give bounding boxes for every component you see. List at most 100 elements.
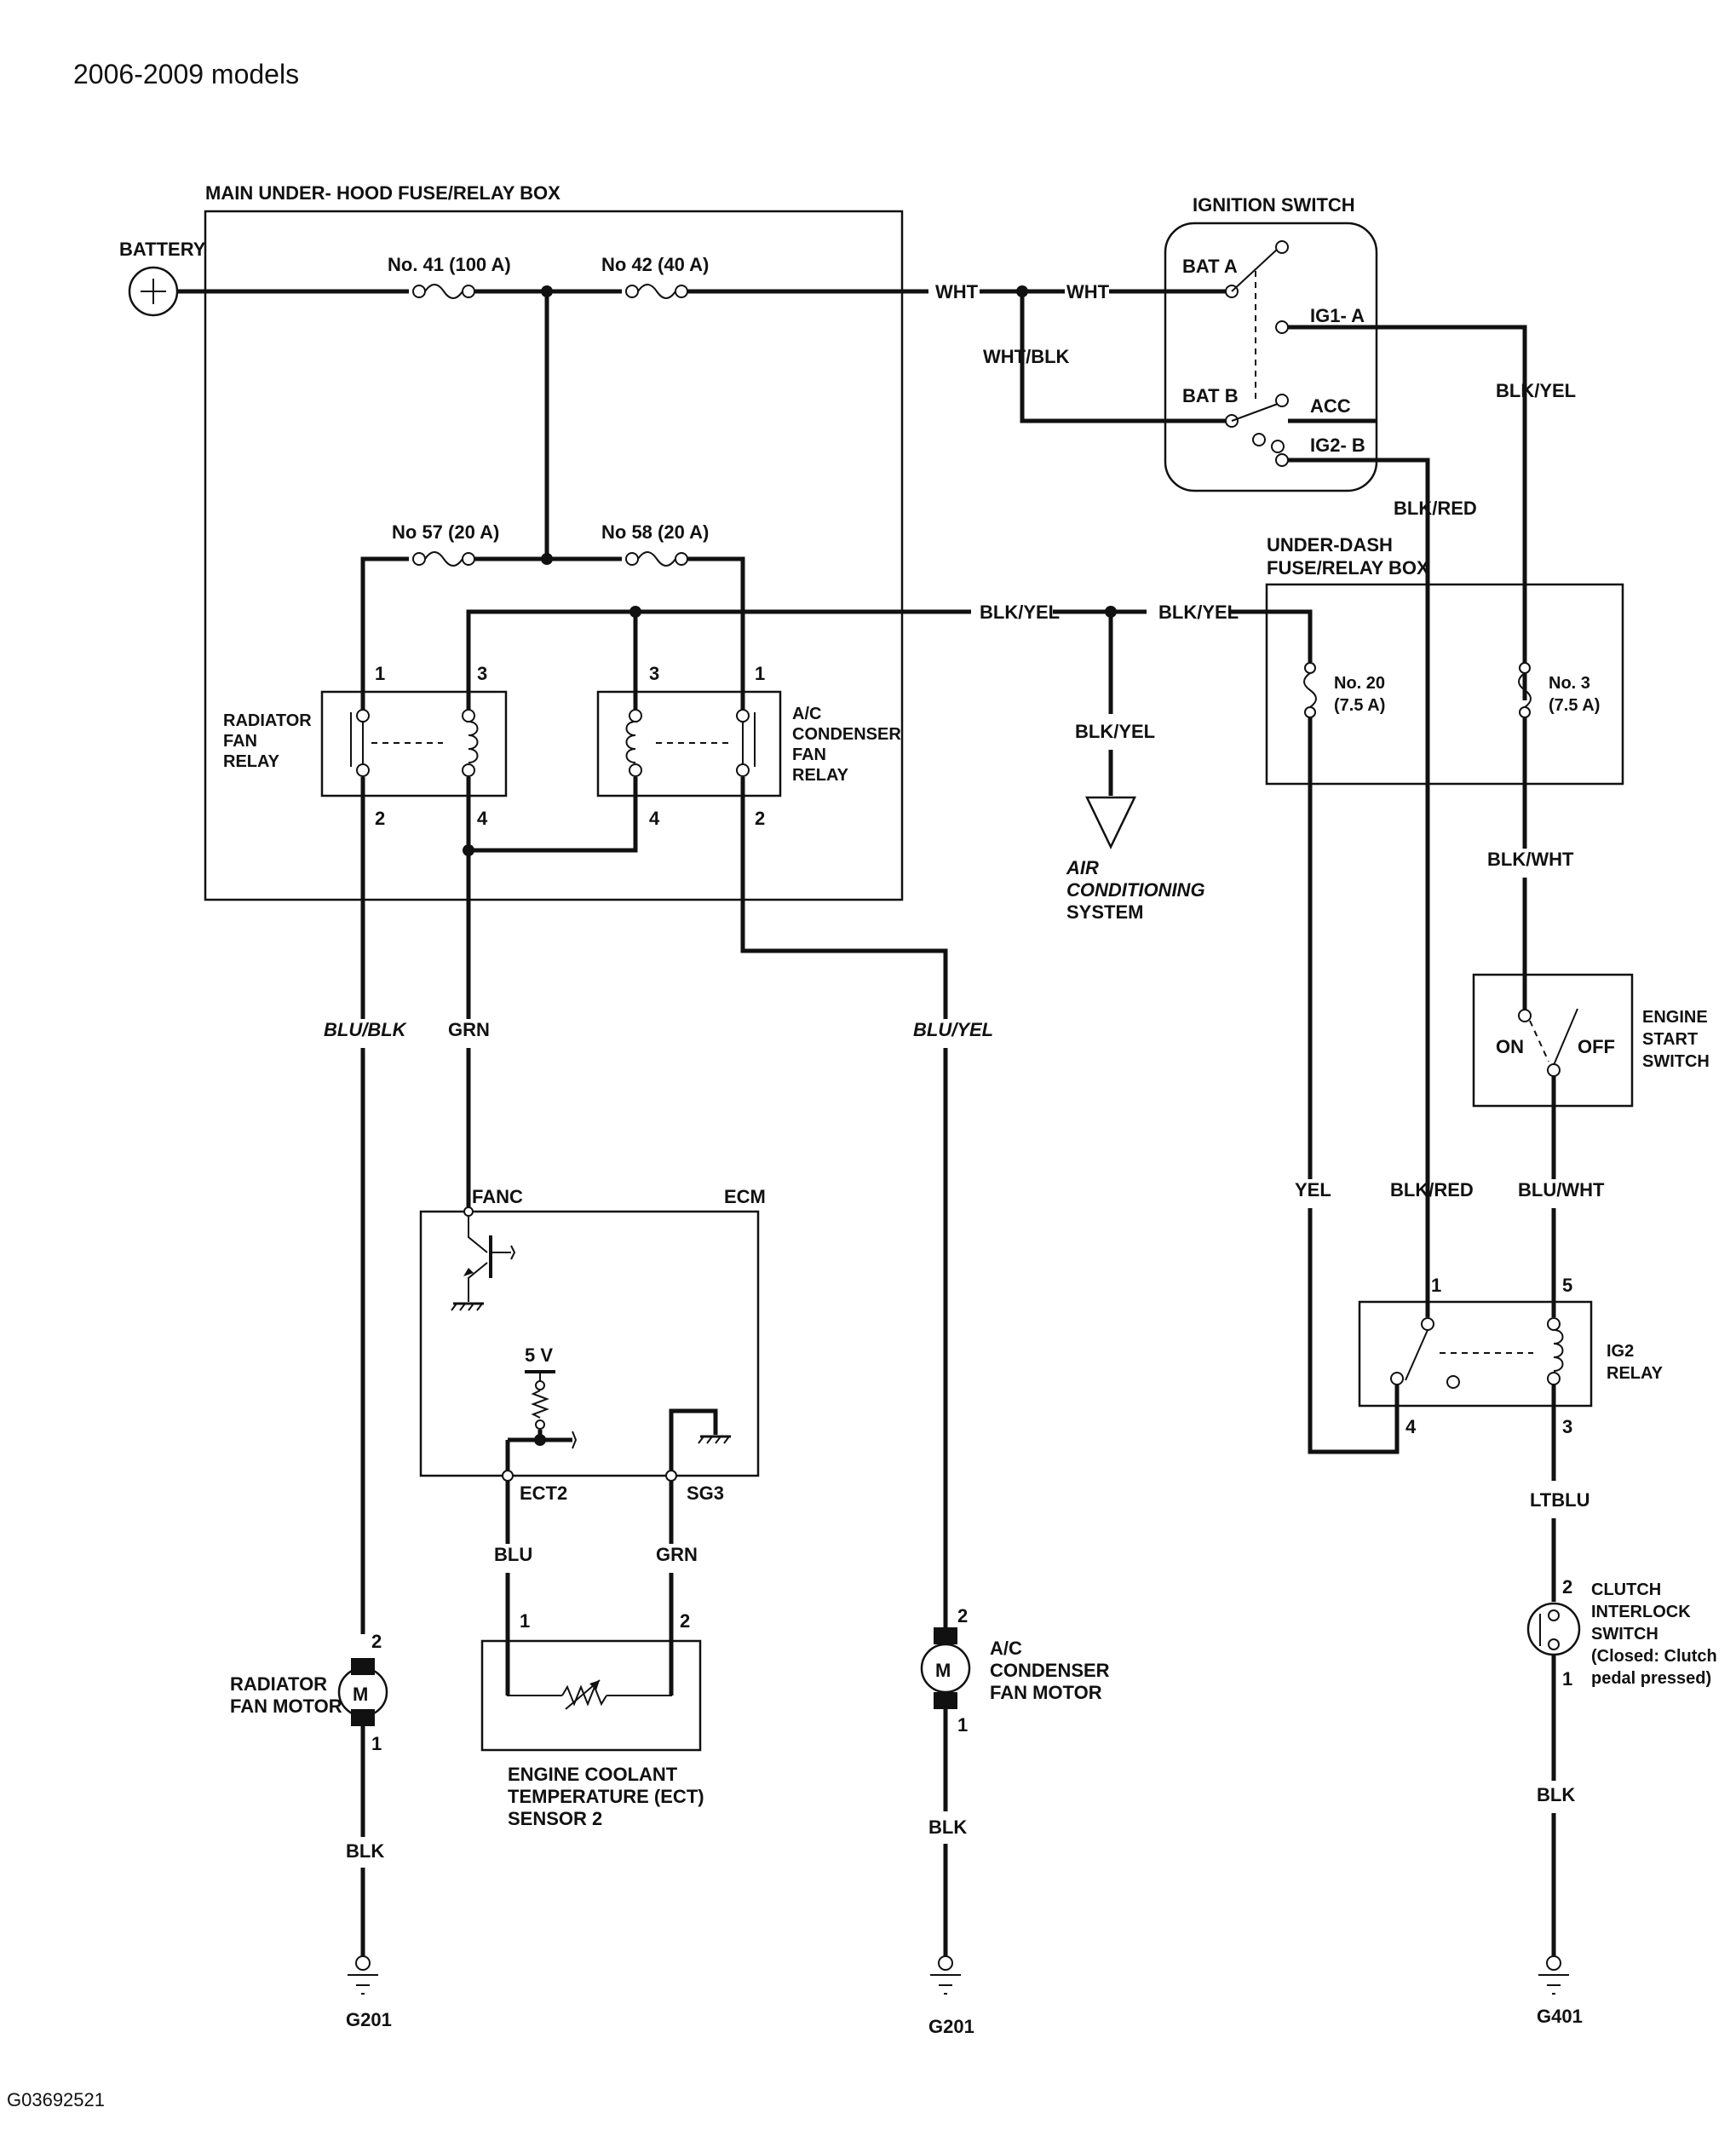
wire-blk-red-2: BLK/RED — [1390, 1179, 1474, 1200]
fuse-41: No. 41 (100 A) — [388, 254, 511, 299]
switch-off-label: OFF — [1578, 1036, 1615, 1057]
wire-blk-ac: BLK — [928, 1816, 967, 1838]
ac-relay-pin-1: 1 — [755, 663, 765, 684]
main-fuse-relay-box: MAIN UNDER- HOOD FUSE/RELAY BOX — [204, 182, 904, 901]
clutch-label-2: INTERLOCK — [1591, 1603, 1691, 1621]
wire-wht-2: WHT — [1066, 281, 1110, 302]
under-dash-fuse-relay-box: UNDER-DASH FUSE/RELAY BOX — [1265, 534, 1624, 786]
rad-relay-label-3: RELAY — [223, 752, 280, 771]
fuse-20-label-2: (7.5 A) — [1334, 696, 1385, 715]
ess-label-1: ENGINE — [1642, 1008, 1708, 1027]
rad-relay-pin-1: 1 — [375, 663, 385, 684]
bat-a-label: BAT A — [1182, 256, 1238, 277]
fuse-42-label: No 42 (40 A) — [601, 254, 709, 275]
ect-label-3: SENSOR 2 — [508, 1808, 602, 1829]
wire-blk-rad: BLK — [346, 1840, 384, 1862]
clutch-interlock-switch: 2 1 CLUTCH INTERLOCK SWITCH (Closed: Clu… — [1526, 1576, 1717, 1690]
fuse-57-label: No 57 (20 A) — [392, 521, 499, 543]
wire-grn-fanc: GRN — [448, 1019, 490, 1040]
fuse-3-label-1: No. 3 — [1549, 674, 1590, 693]
ac-relay-label-3: FAN — [792, 746, 826, 764]
wire-blk-yel-ig1: BLK/YEL — [1496, 380, 1576, 401]
ac-condenser-fan-motor: M 2 1 A/C CONDENSER FAN MOTOR — [920, 1605, 1110, 1736]
wire-blk-wht: BLK/WHT — [1487, 849, 1574, 870]
fuse-20-label-1: No. 20 — [1334, 674, 1385, 693]
air-conditioning-arrow-icon — [1085, 796, 1136, 849]
ground-g401-label: G401 — [1537, 2006, 1583, 2027]
ig2-relay-label-1: IG2 — [1607, 1342, 1634, 1361]
ground-g201-left-label: G201 — [346, 2009, 392, 2030]
fuse-3-label-2: (7.5 A) — [1549, 696, 1600, 715]
ect-label-2: TEMPERATURE (ECT) — [508, 1786, 704, 1807]
rad-motor-pin-1: 1 — [371, 1733, 382, 1754]
ess-label-2: START — [1642, 1030, 1698, 1049]
ect-sensor-2: 1 2 ENGINE COOLANT TEMPERATURE (ECT) SEN… — [480, 1610, 704, 1829]
battery-label: BATTERY — [119, 239, 206, 260]
ect-pin-2: 2 — [680, 1610, 690, 1632]
fuse-58-label: No 58 (20 A) — [601, 521, 709, 543]
engine-start-switch: ON OFF ENGINE START SWITCH — [1472, 973, 1710, 1108]
ground-g201-left-icon — [348, 1955, 378, 1995]
ground-g201-right-label: G201 — [928, 2016, 974, 2037]
ac-motor-label-3: FAN MOTOR — [990, 1682, 1102, 1703]
ignition-contacts: BAT A IG1- A BAT B ACC IG2- B — [1182, 240, 1365, 467]
ac-relay-label-2: CONDENSER — [792, 725, 901, 744]
rad-motor-pin-2: 2 — [371, 1631, 382, 1652]
ac-motor-label-1: A/C — [990, 1638, 1022, 1659]
clutch-label-4: (Closed: Clutch — [1591, 1647, 1717, 1666]
bat-b-label: BAT B — [1182, 385, 1239, 406]
ac-relay-pin-4: 4 — [649, 808, 660, 829]
wire-blu-blk: BLU/BLK — [324, 1019, 408, 1040]
wire-blu: BLU — [494, 1544, 532, 1565]
ig2-relay-label-2: RELAY — [1607, 1364, 1664, 1383]
ground-g401-icon — [1538, 1955, 1569, 1995]
ac-motor-pin-1: 1 — [957, 1714, 968, 1736]
radiator-fan-relay: RADIATOR FAN RELAY 1 3 2 4 — [223, 663, 508, 829]
ig2-pin-3: 3 — [1562, 1416, 1572, 1437]
fuse-41-label: No. 41 (100 A) — [388, 254, 511, 275]
rad-relay-label-2: FAN — [223, 732, 257, 751]
rad-motor-label-1: RADIATOR — [230, 1673, 327, 1695]
sg3-label: SG3 — [687, 1483, 724, 1504]
wire-yel: YEL — [1295, 1179, 1331, 1200]
rad-relay-pin-3: 3 — [477, 663, 487, 684]
ecm-label: ECM — [724, 1186, 766, 1207]
rad-relay-pin-2: 2 — [375, 808, 385, 829]
5v-label: 5 V — [525, 1344, 553, 1366]
ac-motor-pin-2: 2 — [957, 1605, 968, 1626]
radiator-fan-motor: M 2 1 RADIATOR FAN MOTOR — [230, 1631, 388, 1754]
wire-blk-yel-bus: BLK/YEL — [980, 602, 1060, 623]
battery: BATTERY — [119, 239, 206, 317]
ignition-switch-label: IGNITION SWITCH — [1193, 194, 1355, 216]
air-cond-label-3: SYSTEM — [1066, 901, 1143, 923]
rad-relay-pin-4: 4 — [477, 808, 488, 829]
ac-relay-pin-2: 2 — [755, 808, 765, 829]
fuse-58: No 58 (20 A) — [601, 521, 709, 567]
wire-blk-red-1: BLK/RED — [1394, 498, 1477, 519]
clutch-pin-1: 1 — [1562, 1668, 1572, 1690]
ac-relay-label-1: A/C — [792, 705, 821, 723]
fanc-label: FANC — [472, 1186, 523, 1207]
fuse-no-3: No. 3 (7.5 A) — [1518, 662, 1600, 718]
under-dash-label-1: UNDER-DASH — [1267, 534, 1393, 556]
ig2-pin-1: 1 — [1431, 1275, 1441, 1296]
ac-motor-m: M — [935, 1660, 951, 1681]
air-cond-label-1: AIR — [1066, 857, 1099, 878]
wire-blu-wht: BLU/WHT — [1518, 1179, 1605, 1200]
rad-motor-label-2: FAN MOTOR — [230, 1696, 342, 1717]
clutch-label-3: SWITCH — [1591, 1625, 1658, 1644]
ground-g201-right-icon — [930, 1955, 961, 1995]
ac-relay-label-4: RELAY — [792, 766, 849, 785]
ecm-internals: FANC 5 V ECT2 SG3 — [451, 1186, 731, 1504]
air-cond-label-2: CONDITIONING — [1066, 879, 1205, 901]
ig2-pin-4: 4 — [1405, 1416, 1417, 1437]
main-fuse-box-label: MAIN UNDER- HOOD FUSE/RELAY BOX — [205, 182, 560, 204]
wire-blk-yel-ac: BLK/YEL — [1075, 721, 1155, 742]
ac-condenser-fan-relay: A/C CONDENSER FAN RELAY 3 1 4 2 — [596, 663, 901, 829]
ig1-a-label: IG1- A — [1310, 305, 1365, 326]
ess-label-3: SWITCH — [1642, 1052, 1710, 1071]
fuse-57: No 57 (20 A) — [392, 521, 499, 567]
clutch-label-5: pedal pressed) — [1591, 1669, 1711, 1688]
wire-blk-clutch: BLK — [1537, 1784, 1575, 1805]
